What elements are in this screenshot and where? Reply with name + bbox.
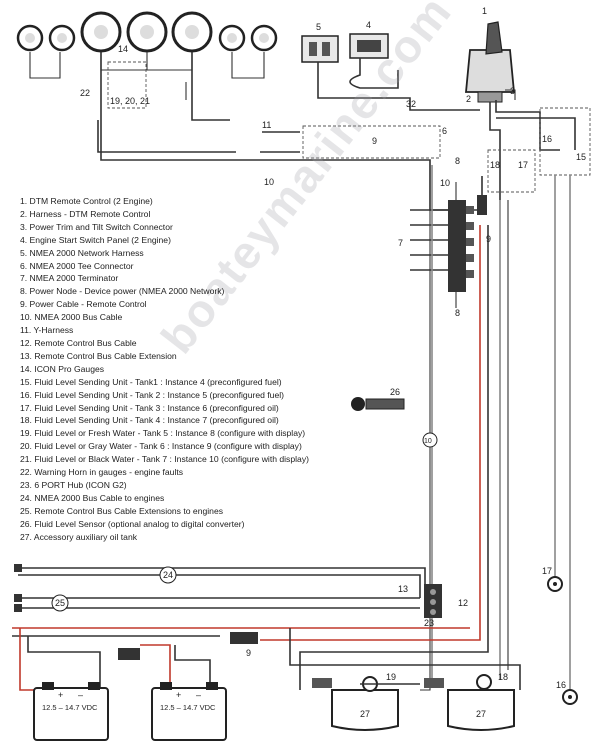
callout: 25 (55, 598, 65, 608)
gauge-large (171, 11, 213, 53)
callout: 27 (360, 709, 370, 719)
gauge-small (48, 24, 76, 52)
callout: 9 (486, 234, 491, 244)
callout: 18 (498, 672, 508, 682)
nmea-network-harness (301, 35, 339, 63)
callout: 4 (366, 20, 371, 30)
legend-item: 2. Harness - DTM Remote Control (20, 208, 151, 219)
dtm-remote-control (465, 21, 515, 103)
connector (424, 678, 444, 688)
callout: 27 (476, 709, 486, 719)
legend-item: 14. ICON Pro Gauges (20, 363, 105, 374)
legend-item: 26. Fluid Level Sensor (optional analog … (20, 518, 245, 529)
callout: 10 (440, 178, 450, 188)
legend-item: 9. Power Cable - Remote Control (20, 299, 147, 310)
callout: 1 (482, 6, 487, 16)
callout: 8 (455, 156, 460, 166)
engine-start-panel (349, 33, 389, 59)
callout: 11 (262, 120, 271, 130)
legend-item: 10. NMEA 2000 Bus Cable (20, 312, 123, 323)
legend-item: 13. Remote Control Bus Cable Extension (20, 350, 177, 361)
callout: 32 (406, 99, 416, 109)
legend-item: 18. Fluid Level Sending Unit - Tank 4 : … (20, 415, 279, 426)
callout: 12 (458, 598, 468, 608)
callout: 13 (398, 584, 408, 594)
legend-item: 1. DTM Remote Control (2 Engine) (20, 196, 153, 206)
tank-sensor-17 (547, 576, 563, 592)
callout: 16 (542, 134, 552, 144)
callout: 5 (316, 22, 321, 32)
legend-item: 25. Remote Control Bus Cable Extensions … (20, 505, 224, 516)
battery-terminal-label: – (78, 690, 83, 700)
callout: 17 (518, 160, 528, 170)
callout: 24 (163, 570, 173, 580)
gauge-small (16, 24, 44, 52)
connector (477, 195, 487, 215)
legend-item: 22. Warning Horn in gauges - engine faul… (20, 467, 184, 478)
gauge-large (126, 11, 168, 53)
power-node (448, 200, 474, 292)
legend-item: 27. Accessory auxiliary oil tank (20, 531, 138, 542)
battery-1 (33, 682, 109, 741)
legend-item: 20. Fluid Level or Gray Water - Tank 6 :… (20, 441, 302, 452)
callout: 15 (576, 152, 586, 162)
hub-6-port (424, 584, 442, 618)
callout: 23 (424, 618, 434, 628)
legend-item: 7. NMEA 2000 Terminator (20, 273, 119, 284)
callout: 9 (372, 136, 377, 146)
battery-label: 12.5 – 14.7 VDC (160, 703, 216, 712)
legend-item: 24. NMEA 2000 Bus Cable to engines (20, 492, 165, 503)
legend-item: 6. NMEA 2000 Tee Connector (20, 260, 134, 271)
legend-item: 5. NMEA 2000 Network Harness (20, 247, 144, 258)
callout: 26 (390, 387, 400, 397)
battery-2 (151, 682, 227, 741)
legend-item: 15. Fluid Level Sending Unit - Tank1 : I… (20, 376, 282, 387)
callout: 6 (442, 126, 447, 136)
legend-item: 3. Power Trim and Tilt Switch Connector (20, 221, 173, 232)
oil-tank-2 (447, 674, 515, 731)
callout: 3 (510, 86, 515, 96)
tank-sensor-16 (562, 689, 578, 705)
callout: 10 (424, 438, 432, 445)
connector (118, 648, 140, 660)
callout: 19 (386, 672, 396, 682)
callout: 19, 20, 21 (110, 96, 150, 106)
battery-terminal-label: – (196, 690, 201, 700)
legend-item: 11. Y-Harness (20, 325, 74, 336)
callout: 9 (246, 648, 251, 658)
gauge-small (250, 24, 278, 52)
gauge-small (218, 24, 246, 52)
gauge-large (80, 11, 122, 53)
legend-item: 17. Fluid Level Sending Unit - Tank 3 : … (20, 402, 279, 413)
connector (312, 678, 332, 688)
callout: 17 (542, 566, 552, 576)
oil-tank-1 (331, 676, 399, 731)
callout: 2 (466, 94, 471, 104)
callout: 16 (556, 680, 566, 690)
power-cable-connector (230, 632, 258, 644)
battery-terminal-label: + (176, 690, 181, 700)
legend-item: 4. Engine Start Switch Panel (2 Engine) (20, 234, 171, 245)
callout: 7 (398, 238, 403, 248)
legend: 1. DTM Remote Control (2 Engine) 2. Harn… (20, 195, 350, 543)
legend-item: 8. Power Node - Device power (NMEA 2000 … (20, 286, 225, 297)
callout: 22 (80, 88, 90, 98)
legend-item: 21. Fluid Level or Black Water - Tank 7 … (20, 454, 309, 465)
battery-label: 12.5 – 14.7 VDC (42, 703, 98, 712)
legend-item: 12. Remote Control Bus Cable (20, 337, 137, 348)
callout: 18 (490, 160, 500, 170)
legend-item: 16. Fluid Level Sending Unit - Tank 2 : … (20, 389, 285, 400)
legend-item: 23. 6 PORT Hub (ICON G2) (20, 479, 127, 490)
fluid-level-sensor (351, 397, 405, 411)
callout: 10 (264, 177, 274, 187)
gauge-cluster (16, 11, 278, 53)
callout: 14 (118, 44, 128, 54)
callout: 8 (455, 308, 460, 318)
battery-terminal-label: + (58, 690, 63, 700)
legend-item: 19. Fluid Level or Fresh Water - Tank 5 … (20, 428, 306, 439)
